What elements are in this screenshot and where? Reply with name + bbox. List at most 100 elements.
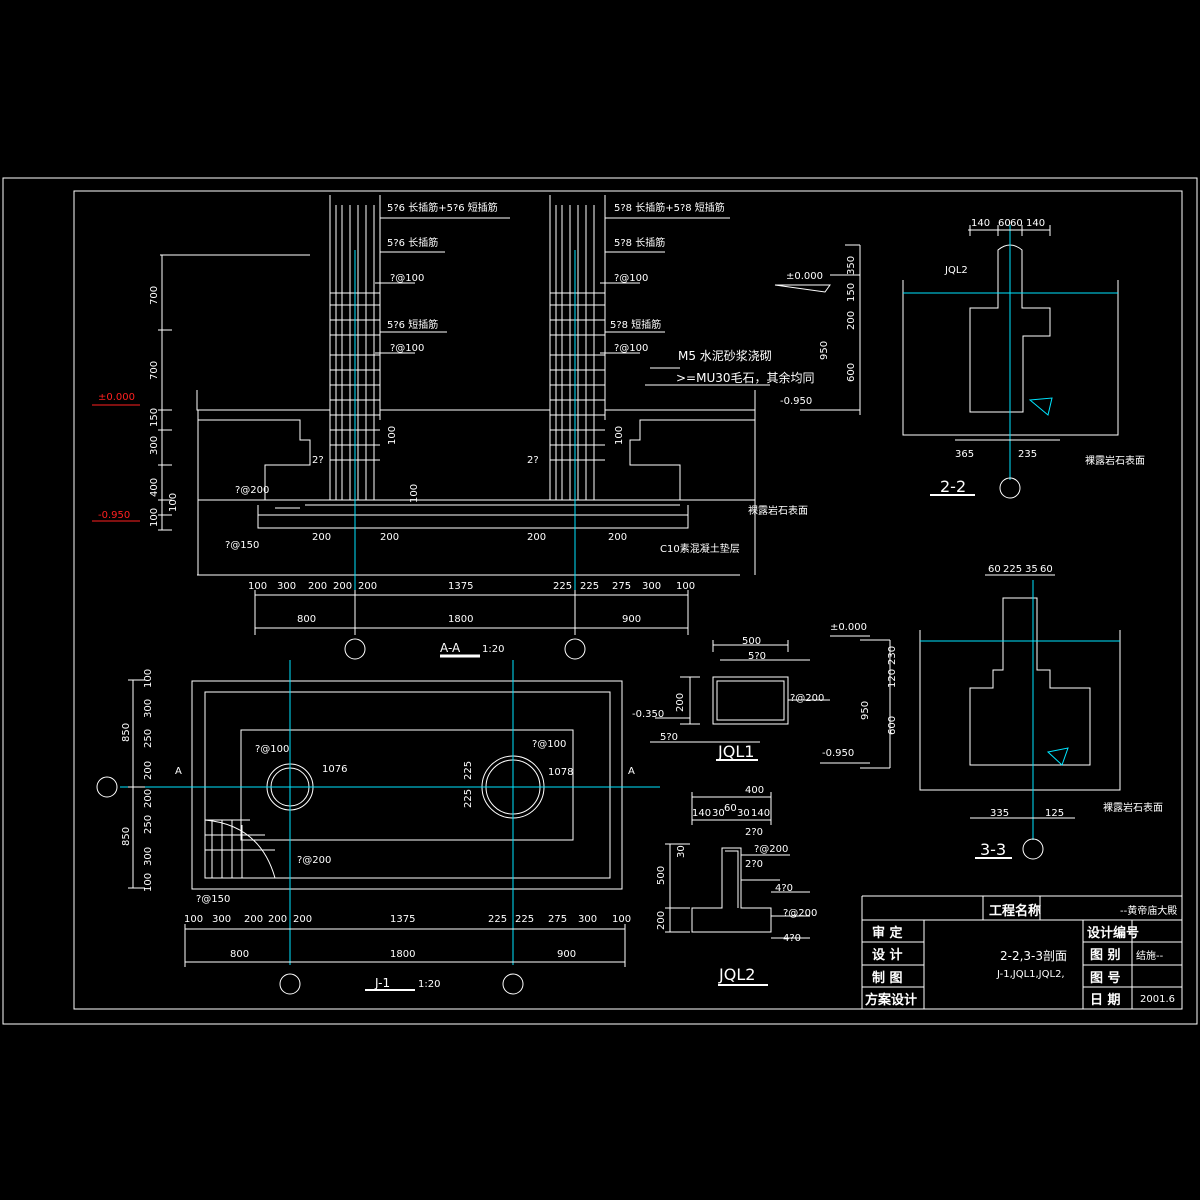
note-rock: 裸露岩石表面: [748, 504, 808, 517]
dims-row1: 100 300 200 200 200 1375 225 225 275 300…: [248, 581, 695, 592]
drawing-line: [502, 973, 524, 995]
dimension-label: 100: [676, 581, 695, 592]
dimension-label: 950: [860, 701, 871, 720]
dimension-label: 5?0: [660, 732, 678, 743]
dimension-label: 200: [656, 911, 667, 930]
dimension-label: 200: [358, 581, 377, 592]
dimension-label: 制 图: [872, 970, 903, 986]
rebar-label: 5?6 长插筋: [387, 236, 438, 249]
elevation-label: -0.950: [780, 396, 812, 407]
dimension-label: 300: [149, 436, 160, 455]
drawing-line: [820, 574, 1075, 819]
dimension-label: 60: [1040, 564, 1053, 575]
drawing-line: [198, 419, 755, 501]
dimension-label: 100: [184, 914, 203, 925]
axis-bubble: [564, 638, 586, 660]
dimension-label: ?@200: [235, 485, 269, 496]
section-title: 2-2: [940, 477, 966, 496]
section-title: J-1: [374, 976, 390, 990]
drawing-line: [549, 195, 606, 500]
dimension-label: 600: [887, 716, 898, 735]
section-33: 60 225 35 60 ±0.000 -0.950 230 120 600 9…: [820, 564, 1163, 860]
dimension-label: A: [628, 766, 635, 777]
dimension-label: 100: [248, 581, 267, 592]
dimension-label: 200: [312, 532, 331, 543]
dimension-label: 60: [998, 218, 1011, 229]
drawing-line: [354, 250, 576, 625]
dimension-label: 850: [121, 723, 132, 742]
dimension-label: 200: [380, 532, 399, 543]
dimension-label: 500: [656, 866, 667, 885]
dimension-label: 1375: [390, 914, 415, 925]
note-mortar: M5 水泥砂浆浇砌: [678, 348, 772, 363]
dimension-label: 300: [143, 699, 154, 718]
dimension-label: 335: [990, 808, 1009, 819]
dimension-label: 裸露岩石表面: [1085, 454, 1145, 467]
drawing-line: [550, 292, 605, 461]
dimension-label: 140: [1026, 218, 1045, 229]
dimension-label: 900: [622, 614, 641, 625]
note-stone: >=MU30毛石，其余均同: [676, 370, 815, 385]
dimension-label: 图 别: [1090, 948, 1121, 963]
drawing-line: [375, 217, 770, 386]
dimension-label: 200: [675, 693, 686, 712]
dimension-label: 100: [149, 508, 160, 527]
drawing-line: [204, 691, 611, 879]
dimension-label: 600: [846, 363, 857, 382]
drawing-line: [128, 679, 145, 889]
jql1-detail: 500 5?0 5?0 200 ?@200 -0.350 JQL1: [632, 636, 830, 761]
elevation-label: ±0.000: [830, 622, 867, 633]
rebar-label: ?@100: [614, 273, 648, 284]
dimension-label: 1800: [390, 949, 415, 960]
detail-title: JQL1: [717, 742, 754, 761]
dimension-label: 200: [608, 532, 627, 543]
dimension-label: J-1,JQL1,JQL2,: [996, 969, 1065, 980]
dimension-label: 150: [846, 283, 857, 302]
dimension-label: 100: [612, 914, 631, 925]
drawing-line: [158, 254, 310, 531]
dimension-label: 图 号: [1090, 971, 1121, 986]
dimension-label: 800: [297, 614, 316, 625]
dims-row1: 100 300 200 200 200 1375 225 225 275 300…: [184, 914, 631, 925]
dimension-label: A: [175, 766, 182, 777]
dimension-label: ?@200: [783, 908, 817, 919]
drawing-line: [1022, 838, 1044, 860]
drawing-line: [254, 590, 689, 635]
dimension-label: 300: [642, 581, 661, 592]
dimension-label: 300: [578, 914, 597, 925]
dimension-label: 140: [751, 808, 770, 819]
drawing-line: [329, 195, 381, 500]
dimension-label: 2?: [527, 455, 539, 466]
dimension-label: -0.350: [632, 709, 664, 720]
drawing-line: [204, 819, 276, 879]
dimension-label: 225: [463, 761, 474, 780]
dimension-label: ?@200: [754, 844, 788, 855]
drawing-line: [210, 499, 740, 529]
dimension-label: 950: [819, 341, 830, 360]
drawing-line: [999, 477, 1021, 499]
dimension-label: 250: [143, 729, 154, 748]
dimension-label: 700: [149, 286, 160, 305]
rebar-label: 5?8 长插筋: [614, 236, 665, 249]
dimension-label: 1078: [548, 767, 573, 778]
dimension-label: 275: [612, 581, 631, 592]
dimension-label: 800: [230, 949, 249, 960]
dimension-label: 275: [548, 914, 567, 925]
inner-frame: [73, 190, 1183, 1010]
dimension-label: 设计编号: [1087, 925, 1139, 941]
dimension-label: 200: [244, 914, 263, 925]
dimension-label: 400: [149, 478, 160, 497]
dimension-label: 200: [333, 581, 352, 592]
dimension-label: 300: [212, 914, 231, 925]
dimension-label: 200: [308, 581, 327, 592]
dimension-label: 2?: [312, 455, 324, 466]
dimension-label: 120: [887, 669, 898, 688]
dimension-label: 700: [149, 361, 160, 380]
dimension-label: 1800: [448, 614, 473, 625]
dimension-label: 500: [742, 636, 761, 647]
drawing-line: [279, 973, 301, 995]
rebar-label: 5?6 短插筋: [387, 318, 438, 331]
section-title: A-A: [440, 641, 461, 655]
drawing-line: [120, 660, 660, 965]
